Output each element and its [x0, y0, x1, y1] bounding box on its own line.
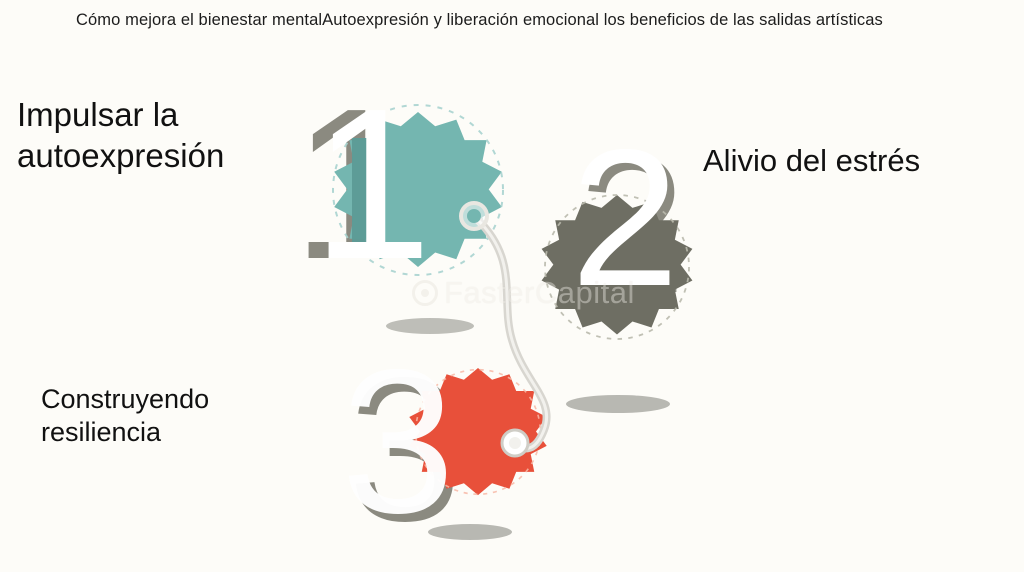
badge-1-eyelet: [459, 201, 489, 231]
badge-1-numeral-inner-shade: [352, 138, 370, 256]
page-title: Cómo mejora el bienestar mentalAutoexpre…: [76, 11, 883, 29]
badge-2-numeral: 2: [571, 109, 679, 327]
label-construyendo-resiliencia: Construyendo resiliencia: [41, 384, 210, 448]
badge-2-gray[interactable]: [541, 194, 693, 340]
badge-1-numeral: 1: [312, 63, 432, 304]
label-alivio-del-estres: Alivio del estrés: [703, 143, 921, 178]
badge-1-teal[interactable]: [332, 104, 504, 276]
badge-3-eyelet: [500, 428, 530, 458]
badge-3-numeral: 3: [341, 327, 455, 556]
label-impulsar-la-autoexpresion: Impulsar la autoexpresión: [17, 96, 225, 174]
badge-3-drop-shadow: [428, 524, 512, 540]
badge-1-drop-shadow: [386, 318, 474, 334]
badge-2-drop-shadow: [566, 395, 670, 413]
connector-cord-highlight: [476, 218, 549, 450]
